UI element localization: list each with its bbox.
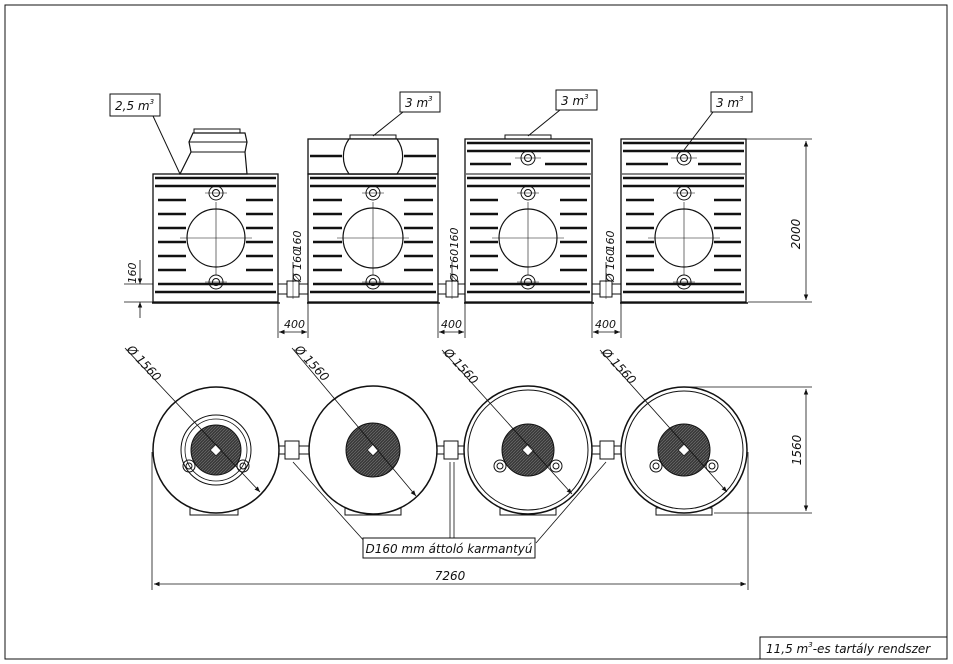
tank-plan-2 (308, 385, 438, 516)
dimensions-elevation (124, 138, 812, 338)
dim-diameter-3: Ø 1560 (440, 345, 481, 388)
dim-diameter-1: Ø 1560 (123, 342, 164, 385)
tank-plan-1 (152, 386, 280, 516)
dim-pipe-height-2: 160 (448, 228, 461, 249)
dimension-texts-elevation: 2000 160 160 160 160 Ø 160 Ø 160 Ø 160 4… (126, 218, 803, 331)
tank-plan-3 (463, 385, 593, 516)
dim-gap-1: 400 (284, 318, 305, 331)
tank-plan-4 (620, 386, 748, 516)
dim-height: 2000 (789, 218, 803, 249)
dim-pipe-height-1: 160 (291, 231, 304, 252)
dim-plan-width-lines (684, 386, 812, 514)
svg-text:3 m3: 3 m3 (716, 95, 744, 110)
tank-elevation-4 (620, 138, 748, 304)
elevation-view (152, 128, 748, 304)
dim-diameter-4: Ø 1560 (598, 345, 639, 388)
tank-elevation-2 (307, 134, 440, 304)
volume-label-1: 2,5 m3 (109, 93, 181, 175)
tank-elevation-1 (152, 128, 280, 304)
dim-pipe-dia-1: Ø 160 (291, 249, 304, 283)
dim-pipe-height-3: 160 (604, 231, 617, 252)
connector-leaders (292, 461, 607, 544)
dim-plan-width: 1560 (790, 434, 804, 465)
volume-label-3: 3 m3 (527, 89, 598, 137)
dim-pipe-dia-2: Ø 160 (448, 249, 461, 283)
dim-total-length-lines (151, 452, 749, 590)
pipe-connectors-elevation (277, 279, 622, 299)
dim-pipe-height-left: 160 (126, 263, 139, 284)
dim-pipe-dia-3: Ø 160 (604, 249, 617, 283)
drawing-frame (4, 4, 948, 660)
dim-diameter-2: Ø 1560 (291, 342, 332, 385)
dim-gap-3: 400 (595, 318, 616, 331)
dim-gap-2: 400 (441, 318, 462, 331)
title-block: 11,5 m3-es tartály rendszer (759, 636, 948, 660)
svg-text:11,5 m3-es tartály rendszer: 11,5 m3-es tartály rendszer (766, 641, 931, 656)
diameter-dimension-lines (124, 347, 728, 497)
ribs (155, 176, 276, 294)
connector-label: D160 mm áttoló karmantyú (362, 537, 536, 559)
svg-text:2,5 m3: 2,5 m3 (115, 98, 154, 113)
plan-view (124, 347, 812, 590)
svg-text:3 m3: 3 m3 (561, 93, 589, 108)
svg-text:3 m3: 3 m3 (405, 95, 433, 110)
tank-elevation-3 (464, 134, 594, 304)
volume-labels: 2,5 m3 3 m3 3 m3 3 m3 (109, 89, 753, 175)
volume-label-4: 3 m3 (683, 91, 753, 151)
pipe-connectors-plan (274, 440, 624, 460)
dim-total-length: 7260 (435, 569, 466, 583)
svg-text:D160 mm áttoló karmantyú: D160 mm áttoló karmantyú (365, 542, 532, 556)
volume-label-2: 3 m3 (372, 91, 441, 137)
